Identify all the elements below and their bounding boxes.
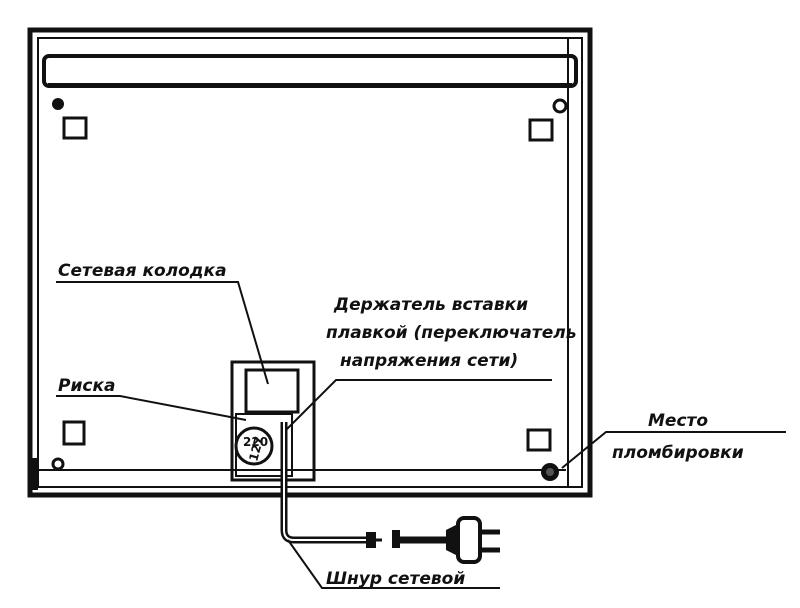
corner-foot xyxy=(28,458,38,490)
screw-hole-top-right xyxy=(552,98,568,114)
housing-outer xyxy=(27,27,593,498)
housing-inner xyxy=(37,37,583,488)
screw-hole-top-left xyxy=(52,98,64,110)
mount-square-bottom-right xyxy=(526,428,552,452)
voltage-value: 220 xyxy=(243,435,268,449)
leader-network-block xyxy=(56,281,269,385)
mount-square-bottom-left xyxy=(62,420,86,446)
cord-sleeve-right xyxy=(392,530,400,548)
leader-mark xyxy=(56,395,247,421)
label-network-block: Сетевая колодка xyxy=(58,261,227,281)
screw-hole-bottom-left xyxy=(51,457,65,471)
leader-cord xyxy=(287,539,500,589)
mount-square-top-right xyxy=(528,118,554,142)
power-block-frame xyxy=(230,360,316,482)
label-mark: Риска xyxy=(58,376,115,396)
top-rail xyxy=(42,54,578,88)
mount-square-top-left xyxy=(62,116,88,140)
network-socket xyxy=(244,368,300,414)
leader-fuse-holder xyxy=(285,379,552,431)
label-seal-line2: пломбировки xyxy=(612,443,744,463)
label-fuse-holder-line3: напряжения сети) xyxy=(340,351,518,371)
label-fuse-holder-line2: плавкой (переключатель xyxy=(326,323,576,343)
leader-seal xyxy=(561,431,786,469)
voltage-alt: 127 xyxy=(246,435,266,463)
label-seal-line1: Место xyxy=(648,411,708,431)
label-fuse-holder-line1: Держатель вставки xyxy=(333,295,528,315)
plug-icon xyxy=(446,516,500,564)
cord-sleeve-left xyxy=(366,532,376,548)
voltage-selector xyxy=(234,426,274,466)
label-cord: Шнур сетевой xyxy=(326,569,465,589)
